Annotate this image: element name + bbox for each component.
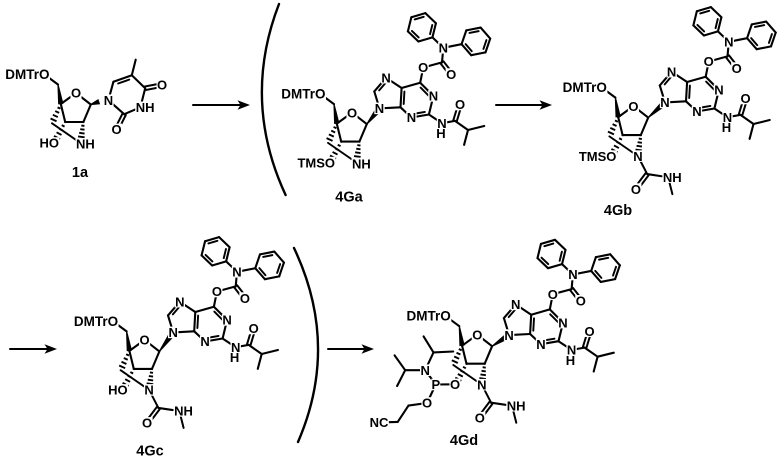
svg-text:O: O — [422, 396, 432, 411]
svg-text:O: O — [71, 86, 81, 101]
svg-text:N: N — [511, 297, 520, 312]
svg-text:HO: HO — [40, 136, 60, 151]
svg-text:N: N — [568, 267, 577, 282]
svg-text:O: O — [249, 321, 259, 336]
svg-text:NH: NH — [663, 170, 682, 185]
svg-text:N: N — [504, 328, 513, 343]
svg-text:N: N — [692, 104, 701, 119]
svg-text:O: O — [576, 293, 586, 308]
svg-text:N: N — [724, 34, 733, 49]
svg-text:O: O — [446, 67, 456, 82]
svg-text:4Gb: 4Gb — [604, 203, 632, 219]
svg-text:1a: 1a — [72, 165, 89, 181]
svg-text:O: O — [704, 54, 714, 69]
svg-text:N: N — [169, 325, 178, 340]
svg-text:H: H — [436, 126, 445, 141]
svg-text:N: N — [723, 110, 732, 125]
svg-text:4Ga: 4Ga — [335, 190, 363, 206]
svg-text:N: N — [477, 377, 486, 392]
svg-text:NH: NH — [352, 156, 371, 171]
svg-text:N: N — [144, 383, 153, 398]
svg-text:4Gd: 4Gd — [450, 433, 478, 449]
svg-text:N: N — [200, 334, 209, 349]
svg-text:O: O — [347, 105, 357, 120]
svg-text:HO: HO — [108, 383, 128, 398]
svg-text:N: N — [104, 93, 113, 108]
svg-text:P: P — [431, 377, 440, 392]
svg-text:N: N — [633, 149, 642, 164]
svg-text:O: O — [157, 78, 167, 93]
svg-text:O: O — [240, 291, 250, 306]
svg-text:TMSO: TMSO — [297, 155, 335, 170]
svg-text:N: N — [421, 363, 430, 378]
svg-text:N: N — [231, 340, 240, 355]
svg-text:H: H — [566, 353, 575, 368]
svg-text:O: O — [450, 377, 460, 392]
svg-text:N: N — [381, 70, 390, 85]
svg-text:O: O — [631, 182, 641, 197]
svg-text:O: O — [418, 60, 428, 75]
svg-text:NH: NH — [76, 137, 95, 152]
svg-text:H: H — [722, 120, 731, 135]
svg-text:N: N — [375, 101, 384, 116]
svg-text:O: O — [585, 324, 595, 339]
svg-text:O: O — [112, 122, 122, 137]
svg-text:O: O — [142, 416, 152, 431]
svg-text:N: N — [558, 315, 567, 330]
svg-text:N: N — [232, 264, 241, 279]
svg-text:O: O — [628, 99, 638, 114]
svg-text:N: N — [667, 64, 676, 79]
svg-text:O: O — [140, 333, 150, 348]
svg-text:NH: NH — [174, 404, 193, 419]
svg-text:O: O — [548, 287, 558, 302]
svg-text:N: N — [660, 95, 669, 110]
svg-text:DMTrO: DMTrO — [5, 67, 49, 82]
svg-text:NC: NC — [370, 415, 389, 430]
svg-text:NH: NH — [507, 398, 526, 413]
svg-text:N: N — [439, 40, 448, 55]
svg-text:4Gc: 4Gc — [136, 444, 163, 460]
svg-text:O: O — [475, 410, 485, 425]
svg-text:O: O — [740, 91, 750, 106]
svg-text:DMTrO: DMTrO — [563, 80, 607, 95]
svg-text:N: N — [437, 116, 446, 131]
svg-text:H: H — [230, 350, 239, 365]
svg-text:N: N — [567, 343, 576, 358]
svg-text:NH: NH — [136, 100, 155, 115]
svg-text:N: N — [222, 313, 231, 328]
svg-text:DMTrO: DMTrO — [281, 86, 325, 101]
svg-text:DMTrO: DMTrO — [407, 309, 451, 324]
svg-text:N: N — [175, 294, 184, 309]
svg-text:N: N — [714, 83, 723, 98]
svg-text:N: N — [407, 110, 416, 125]
svg-text:TMSO: TMSO — [579, 149, 617, 164]
svg-text:O: O — [212, 284, 222, 299]
svg-text:O: O — [732, 61, 742, 76]
svg-text:N: N — [429, 89, 438, 104]
svg-text:O: O — [472, 327, 482, 342]
svg-text:DMTrO: DMTrO — [74, 314, 118, 329]
svg-text:N: N — [536, 337, 545, 352]
svg-text:O: O — [455, 97, 465, 112]
